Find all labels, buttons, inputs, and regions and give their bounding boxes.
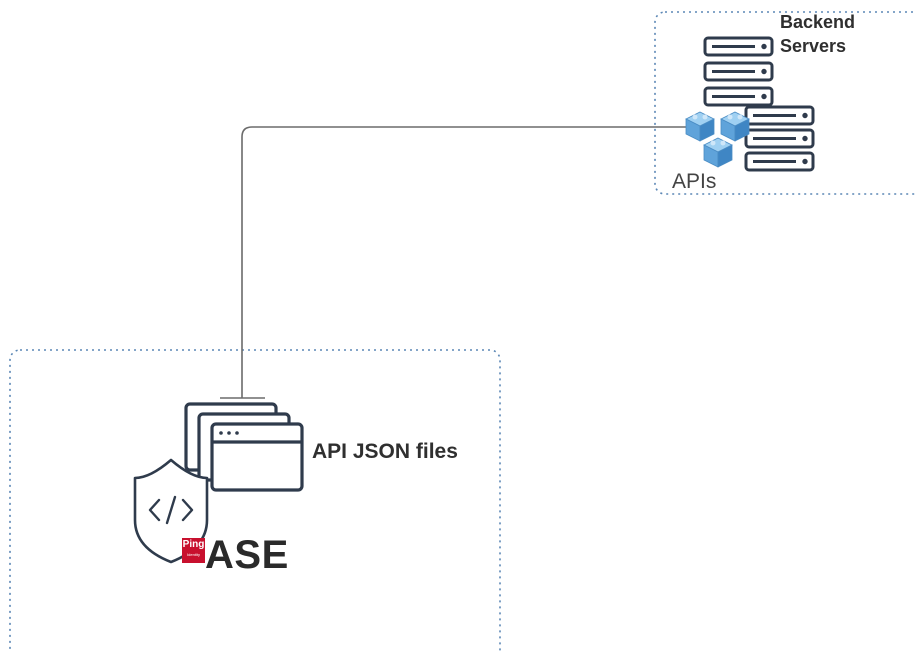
api-cube-bottom [703, 137, 733, 168]
api-cubes-icon [685, 111, 750, 168]
window-front-icon [210, 422, 304, 492]
ping-logo-subtext: Identity [187, 552, 200, 557]
ping-identity-logo: Ping Identity [182, 538, 205, 563]
api-cube-left [685, 111, 715, 142]
server-stack-2-icon [744, 105, 815, 172]
backend-servers-label: Backend Servers [780, 12, 856, 56]
ase-group [9, 349, 501, 652]
apis-label: APIs [672, 170, 717, 193]
api-cube-right [720, 111, 750, 142]
shield-code-icon [133, 458, 209, 564]
ping-logo-text: Ping [182, 539, 205, 550]
connector-ase-to-apis [241, 126, 690, 398]
server-stack-1-icon [703, 36, 774, 107]
api-json-files-label: API JSON files [312, 440, 458, 463]
api-json-files-icon [184, 402, 304, 492]
ase-label: ASE [205, 533, 289, 577]
